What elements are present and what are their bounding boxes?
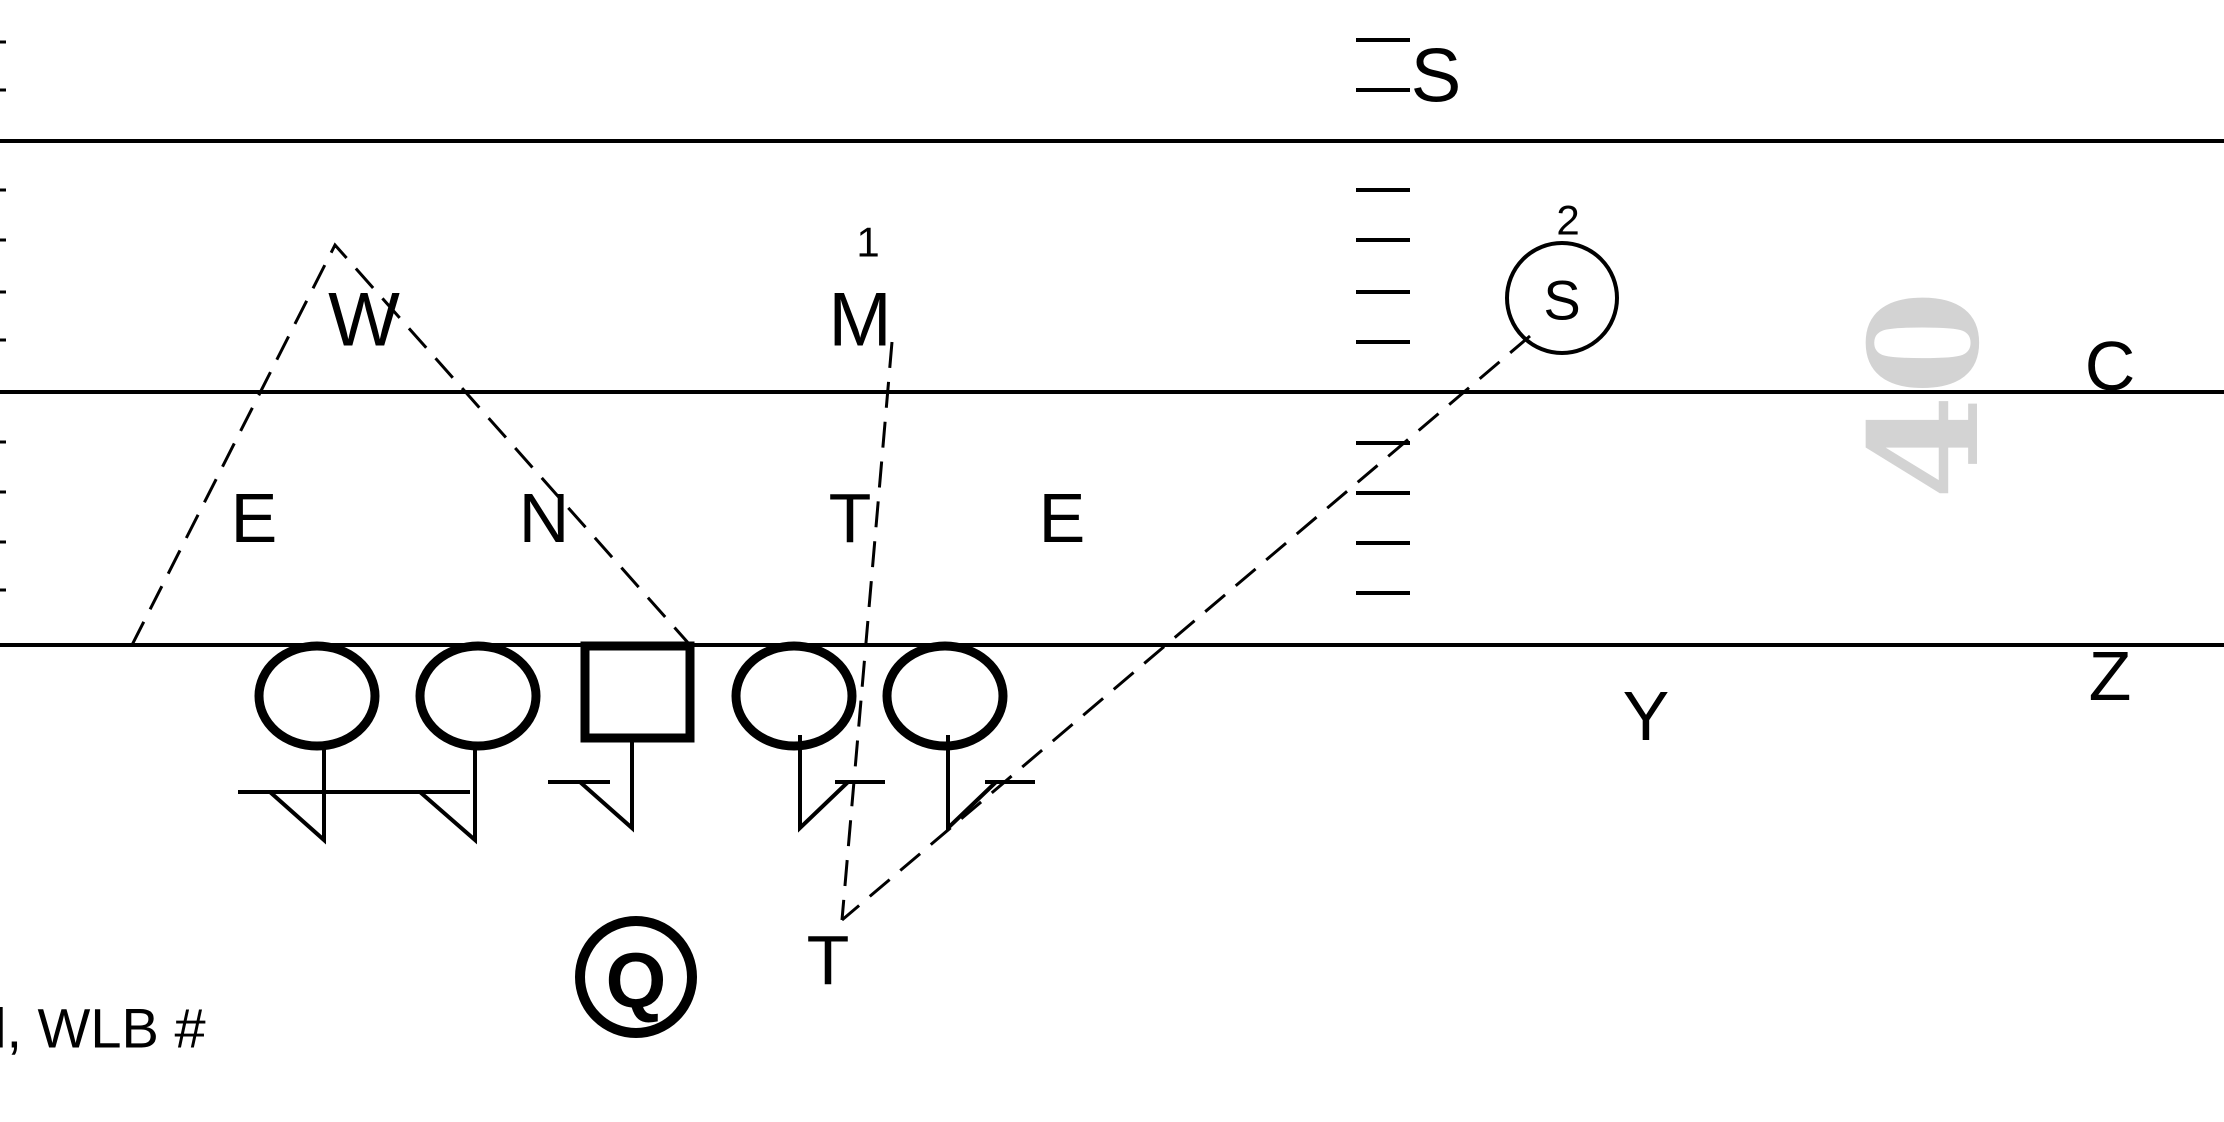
- will-blitz-path: [130, 242, 692, 646]
- right-tackle-block: [946, 735, 1035, 833]
- mike-path: [840, 341, 894, 921]
- blocking-marks: [238, 735, 1035, 845]
- tight-end-label: Y: [1623, 677, 1670, 755]
- flanker-label: Z: [2089, 637, 2132, 715]
- quarterback: Q: [575, 916, 697, 1038]
- left-tackle: [254, 641, 380, 751]
- left-end-label: E: [231, 479, 278, 557]
- right-guard: [731, 641, 857, 751]
- safety-path: [841, 334, 1531, 922]
- safety-circled: S 2: [1505, 197, 1619, 355]
- safety-circled-label: S: [1543, 269, 1580, 332]
- safety-number: 2: [1556, 197, 1579, 244]
- left-tackle-block: [238, 746, 326, 845]
- yard-lines: [0, 139, 2224, 647]
- assignment-routes: [130, 242, 1531, 922]
- right-tackle: [882, 641, 1008, 751]
- nose-tackle-label: N: [519, 479, 570, 557]
- right-guard-block: [798, 735, 885, 833]
- safety-circle: [1505, 241, 1619, 355]
- left-guard-block: [300, 746, 477, 845]
- yard-number: 40: [1837, 291, 2013, 500]
- mike-linebacker-label: M: [828, 278, 891, 363]
- hash-marks: [1356, 38, 1410, 595]
- quarterback-circle: [575, 916, 697, 1038]
- center-block: [548, 738, 634, 833]
- right-end-label: E: [1039, 479, 1086, 557]
- center: [580, 641, 695, 743]
- deep-safety-label: S: [1411, 34, 1462, 119]
- left-guard: [415, 641, 541, 751]
- mike-number: 1: [856, 219, 879, 266]
- defensive-tackle-label: T: [829, 479, 872, 557]
- offensive-line: [254, 641, 1008, 751]
- left-edge-hash-marks: [0, 40, 6, 592]
- will-linebacker-label: W: [328, 278, 400, 363]
- corner-label: C: [2085, 327, 2136, 405]
- quarterback-label: Q: [606, 936, 667, 1024]
- caption: l, WLB #: [0, 997, 206, 1060]
- tailback-label: T: [807, 921, 850, 999]
